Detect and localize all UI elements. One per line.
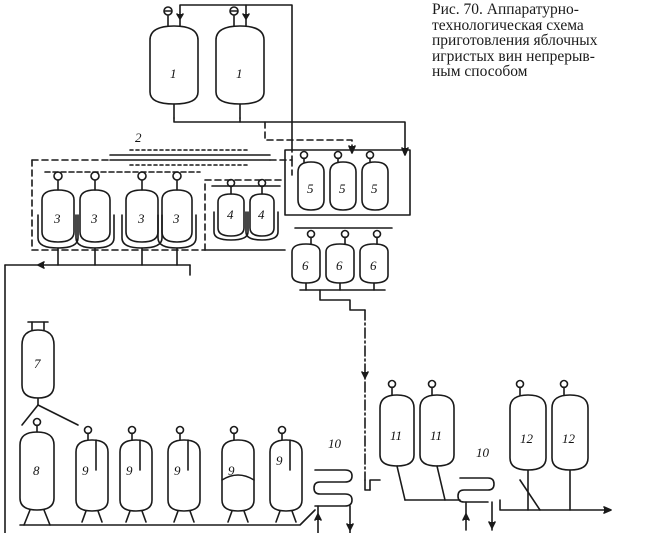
frame-group-5 [284,149,411,216]
coil-10-right [457,477,496,531]
label-9-d: 9 [228,463,235,478]
label-6-b: 6 [336,258,343,273]
tank-6-c [359,229,389,284]
tank-3-c [121,171,163,249]
coil-10-left [313,469,354,533]
caption-line-1: Рис. 70. Аппаратурно- [432,1,579,18]
tank-6-b [325,229,355,284]
label-3-b: 3 [90,211,98,226]
label-9-b: 9 [126,463,133,478]
label-7: 7 [34,356,41,371]
label-3-d: 3 [172,211,180,226]
outlet-header-1 [173,117,406,151]
caption-line-3: приготовления яблочных [432,32,598,50]
tank-9-a [75,425,109,523]
label-12-b: 12 [562,431,576,446]
tank-3-b [75,171,115,249]
pipe-assembly-2 [109,149,271,166]
feed-line-top [179,4,293,151]
label-11-b: 11 [430,428,442,443]
tank-3-a [37,171,79,249]
label-5-b: 5 [339,181,346,196]
label-3-a: 3 [53,211,61,226]
label-5-c: 5 [371,181,378,196]
label-12-a: 12 [520,431,534,446]
bottom-header-9 [19,509,316,526]
tank-4-b [245,178,279,241]
label-1-right: 1 [236,66,243,81]
tank-5-b [329,150,357,211]
tank-6-a [291,229,321,284]
tank-12-b [551,379,589,511]
caption-line-4: игристых вин непрерыв- [432,47,595,65]
label-4-a: 4 [227,207,234,222]
tank-8 [19,417,55,526]
tank-11-b [419,379,455,501]
label-1-left: 1 [170,66,177,81]
label-9-a: 9 [82,463,89,478]
tank-12-a [509,379,547,511]
label-10-right: 10 [476,445,490,460]
label-4-b: 4 [258,207,265,222]
tank-5-a [297,150,325,211]
tank-5-c [361,150,389,211]
label-5-a: 5 [307,181,314,196]
figure-caption: Рис. 70. Аппаратурно- технологическая сх… [432,2,654,80]
tank-9-c [167,425,201,523]
label-6-c: 6 [370,258,377,273]
label-2: 2 [135,130,142,145]
caption-line-2: технологическая схема [432,16,584,34]
tank-3-d [157,171,197,249]
caption-line-5: ным способом [432,63,528,81]
tank-1-right [215,6,265,119]
label-6-a: 6 [302,258,309,273]
label-10-left: 10 [328,436,342,451]
label-8: 8 [33,463,40,478]
label-3-c: 3 [137,211,145,226]
tank-11-a [379,379,415,501]
tank-1-left [149,6,199,119]
tank-9-e [269,425,303,523]
tank-9-d [221,425,255,523]
label-11-a: 11 [390,428,402,443]
product-outlet [499,499,611,511]
tank-7 [21,321,79,426]
tank-9-b [119,425,153,523]
label-9-c: 9 [174,463,181,478]
label-9-e: 9 [276,453,283,468]
